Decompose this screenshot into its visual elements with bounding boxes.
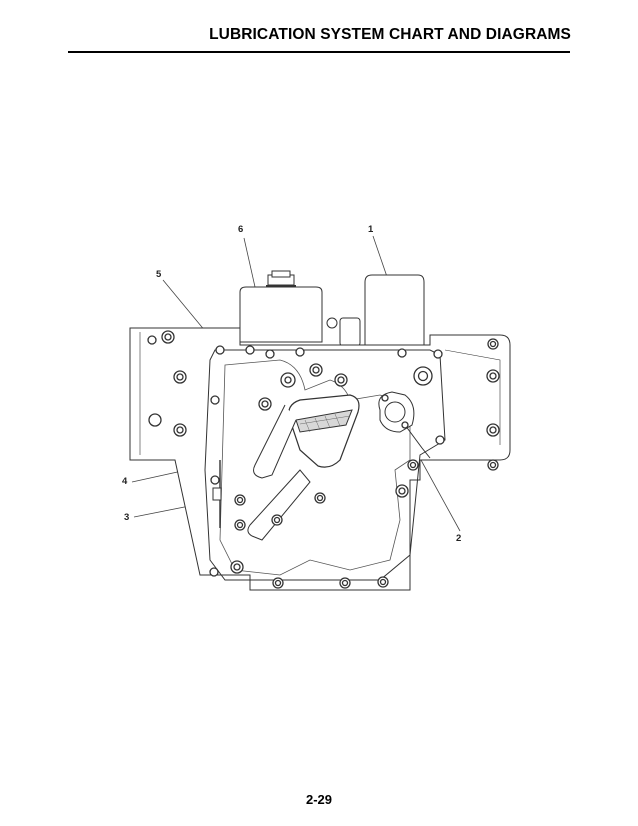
oil-strainer (247, 394, 360, 541)
callout-2: 2 (456, 533, 462, 544)
bolts (147, 330, 500, 589)
oil-filter-cartridge (364, 274, 425, 346)
page-title: LUBRICATION SYSTEM CHART AND DIAGRAMS (209, 26, 571, 43)
callout-4: 4 (122, 476, 128, 487)
callout-5: 5 (156, 269, 162, 280)
callout-1: 1 (368, 224, 374, 235)
page-number: 2-29 (305, 792, 333, 807)
relief-valve (212, 460, 222, 528)
callout-3: 3 (124, 512, 130, 523)
filter-housing (239, 270, 361, 347)
header-divider (68, 51, 570, 53)
callout-6: 6 (238, 224, 244, 235)
